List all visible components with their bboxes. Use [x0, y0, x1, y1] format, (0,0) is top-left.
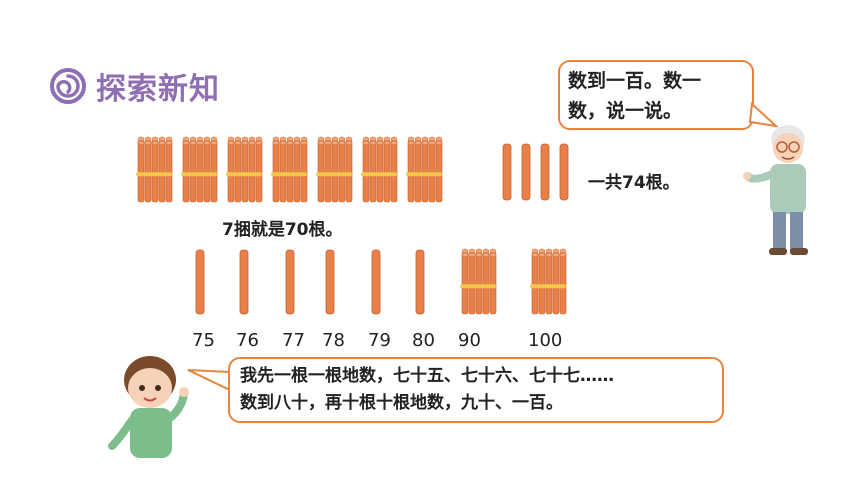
stick-bundle [530, 248, 567, 315]
row2-bundle-item [460, 246, 506, 322]
stick-graphic [239, 249, 249, 315]
count-label: 78 [322, 330, 345, 351]
row2-stick-item [194, 246, 240, 322]
single-stick [371, 249, 381, 315]
bubble-tail [748, 101, 778, 128]
single-stick [521, 143, 531, 201]
bundle-caption: 7捆就是70根。 [222, 220, 343, 240]
count-label: 77 [282, 330, 305, 351]
row1-singles [502, 143, 569, 201]
teacher-speech-line2: 数，说一说。 [568, 100, 683, 123]
stick-graphic [195, 249, 205, 315]
total-label: 一共74根。 [588, 173, 680, 193]
section-header: 探索新知 [50, 64, 220, 108]
boy-speech-line2: 数到八十，再十根十根地数，九十、一百。 [240, 393, 563, 414]
single-stick [559, 143, 569, 201]
stick-bundle [361, 136, 398, 203]
stick-graphic [325, 249, 335, 315]
single-stick [415, 249, 425, 315]
row2-stick-item [238, 246, 284, 322]
stick-bundle [460, 248, 497, 315]
stick-bundle [406, 136, 443, 203]
stick-graphic [415, 249, 425, 315]
single-stick [239, 249, 249, 315]
row2-stick-item [284, 246, 330, 322]
stick-bundle [226, 136, 263, 203]
row2-stick-item [414, 246, 460, 322]
boy-speech-bubble: 我先一根一根地数，七十五、七十六、七十七…… 数到八十，再十根十根地数，九十、一… [228, 357, 724, 423]
count-label: 90 [458, 330, 481, 351]
single-stick [285, 249, 295, 315]
stick-bundle [136, 136, 173, 203]
row2-stick-item [370, 246, 416, 322]
single-stick [540, 143, 550, 201]
stick-bundle [181, 136, 218, 203]
spiral-icon [50, 68, 86, 104]
single-stick [502, 143, 512, 201]
stick-bundle-graphic [460, 248, 497, 315]
page-title: 探索新知 [96, 72, 220, 107]
stick-bundle-graphic [530, 248, 567, 315]
stick-graphic [371, 249, 381, 315]
count-label: 80 [412, 330, 435, 351]
count-label: 75 [192, 330, 215, 351]
row1-bundles [136, 136, 443, 203]
teacher-speech-bubble: 数到一百。数一 数，说一说。 [558, 60, 754, 130]
stick-graphic [285, 249, 295, 315]
boy-speech-line1: 我先一根一根地数，七十五、七十六、七十七…… [240, 366, 614, 386]
stick-bundle [316, 136, 353, 203]
boy-figure [108, 356, 189, 458]
stick-bundle [271, 136, 308, 203]
row2-bundle-item [530, 246, 576, 322]
teacher-speech-line1: 数到一百。数一 [568, 70, 702, 92]
teacher-figure [743, 125, 808, 255]
count-label: 100 [528, 330, 563, 351]
count-label: 79 [368, 330, 391, 351]
row2-stick-item [324, 246, 370, 322]
single-stick [195, 249, 205, 315]
single-stick [325, 249, 335, 315]
count-label: 76 [236, 330, 259, 351]
